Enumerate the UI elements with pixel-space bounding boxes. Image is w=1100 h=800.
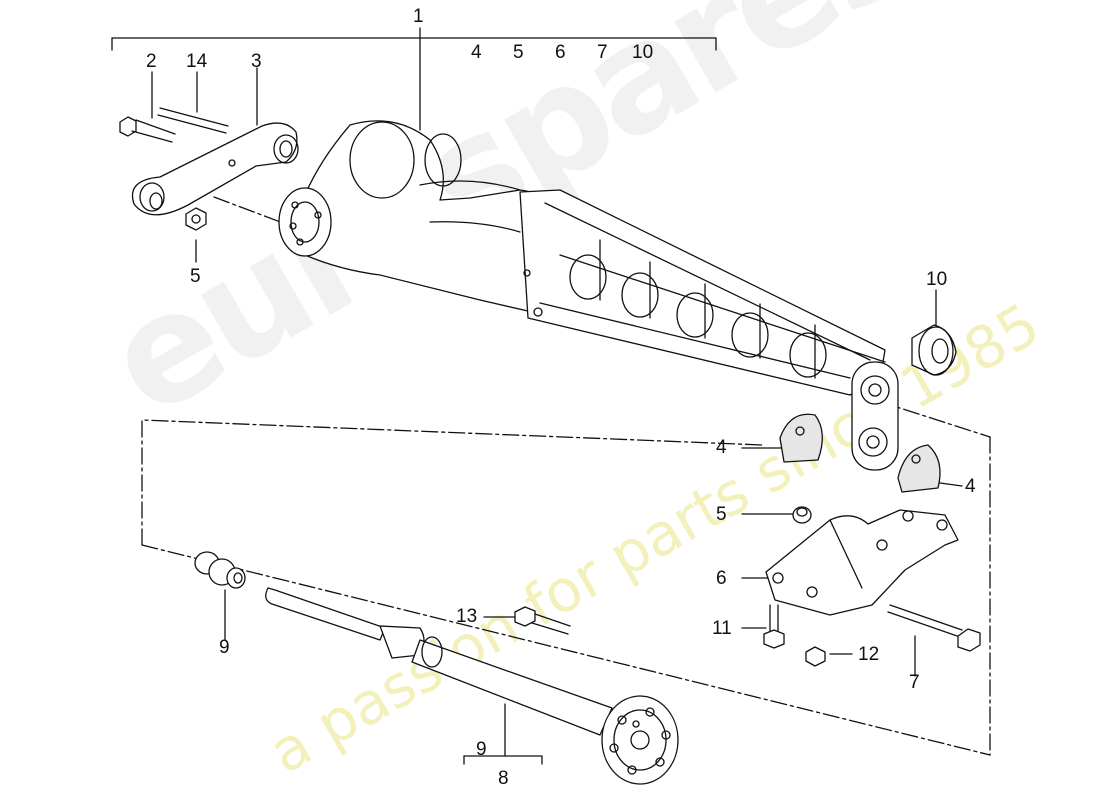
bushing-9 [194,551,246,589]
bush-10 [911,324,957,376]
callout-5-top: 5 [513,42,524,63]
callout-5-mount: 5 [716,504,727,525]
callout-9-bottom: 9 [476,739,487,760]
callout-14: 14 [186,51,208,72]
callout-2: 2 [146,51,157,72]
callout-10-top: 10 [632,42,654,63]
callout-1: 1 [413,6,424,27]
callout-4-right: 4 [965,476,976,497]
callout-4-left: 4 [716,437,727,458]
callout-3: 3 [251,51,262,72]
shim-4-right [897,444,941,493]
bolt-13 [514,606,571,635]
carrier-bushing-end [851,361,899,471]
callout-6-top: 6 [555,42,566,63]
bolt-7 [887,604,981,652]
callout-12: 12 [858,644,880,665]
callout-7-bolt: 7 [909,672,920,693]
leader-lines [151,67,963,765]
nut-12 [805,646,826,667]
callout-6-mount: 6 [716,568,727,589]
stud-14 [157,107,229,134]
callout-7-top: 7 [597,42,608,63]
callout-10-right: 10 [926,269,948,290]
shim-4-left [779,413,823,463]
callout-13: 13 [456,606,478,627]
axle-carrier [519,189,886,396]
callout-5-left: 5 [190,266,201,287]
nut-5-mount [792,506,812,524]
top-bracket [111,27,717,131]
callout-11: 11 [712,618,732,639]
nut-5-left [185,207,207,231]
drive-shaft-8 [265,587,679,785]
bolt-11 [763,604,785,649]
bolt-2 [119,116,176,143]
link-arm-3 [131,122,299,216]
mounting-bracket-6 [765,509,959,616]
callout-9-left: 9 [219,637,230,658]
callout-8: 8 [498,768,509,789]
callout-4-top: 4 [471,42,482,63]
transmission-housing [278,120,561,316]
